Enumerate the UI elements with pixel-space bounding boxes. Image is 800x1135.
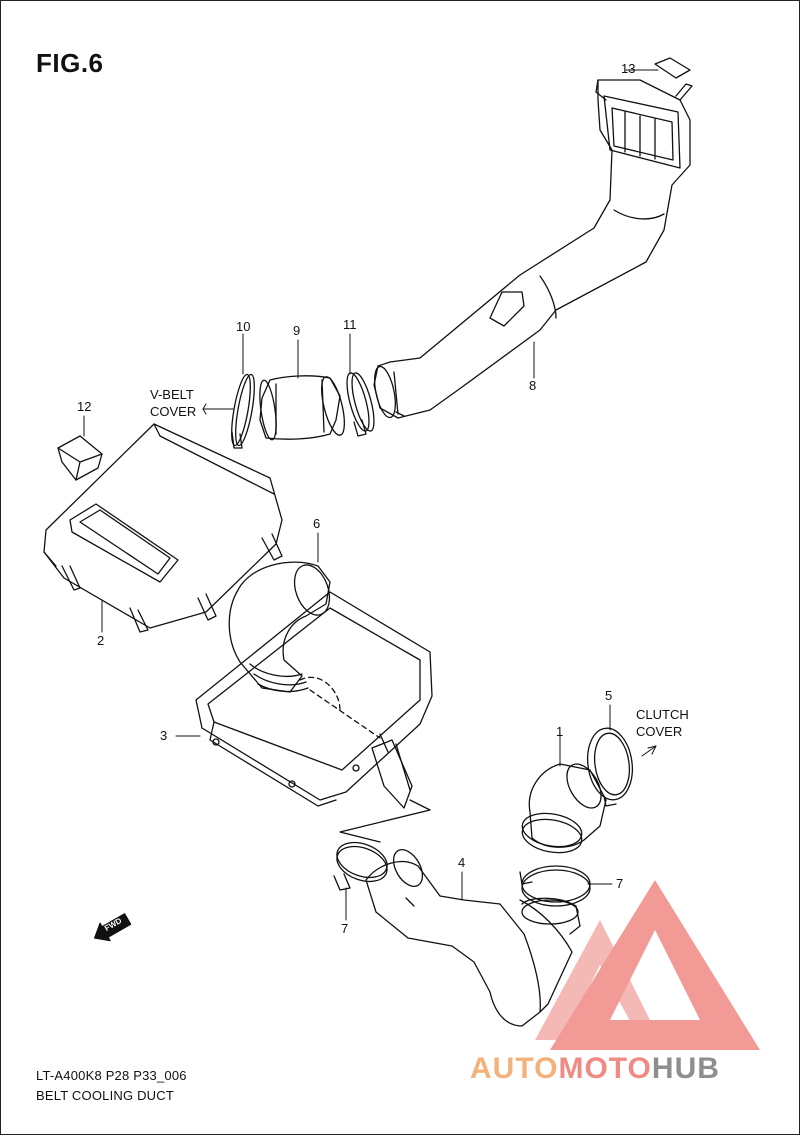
part-1-outlet-elbow xyxy=(521,763,607,935)
clutch-cover-note: CLUTCH COVER xyxy=(636,706,689,740)
part-13-pad xyxy=(654,57,691,79)
watermark-hub: HUB xyxy=(651,1052,720,1085)
fwd-arrow-icon xyxy=(94,913,132,942)
callout-10: 10 xyxy=(236,319,251,334)
callout-6: 6 xyxy=(313,516,321,531)
callout-7-left: 7 xyxy=(341,921,349,936)
watermark-auto: AUTO xyxy=(470,1052,559,1085)
part-12-block xyxy=(57,435,103,481)
part-2-case-cover xyxy=(43,423,283,633)
part-11-clamp xyxy=(346,372,375,437)
part-8-upper-duct xyxy=(373,79,693,419)
vbelt-cover-note: V-BELT COVER xyxy=(150,386,196,420)
callout-1: 1 xyxy=(556,724,564,739)
callout-13: 13 xyxy=(621,61,636,76)
assembly-guide-line xyxy=(339,799,431,843)
callout-4: 4 xyxy=(458,855,466,870)
vbelt-note-line2: COVER xyxy=(150,404,197,419)
callout-12: 12 xyxy=(77,399,92,414)
callout-11: 11 xyxy=(343,317,357,332)
callout-7-right: 7 xyxy=(616,876,624,891)
vbelt-note-line1: V-BELT xyxy=(150,387,194,402)
callout-3: 3 xyxy=(160,728,168,743)
part-10-clamp xyxy=(231,373,255,449)
figure-title: FIG.6 xyxy=(36,48,104,78)
leader-lines xyxy=(83,69,659,921)
callout-2: 2 xyxy=(97,633,105,648)
watermark-moto: MOTO xyxy=(558,1052,652,1085)
clutch-note-line1: CLUTCH xyxy=(636,707,689,722)
footer-reference: LT-A400K8 P28 P33_006 xyxy=(36,1068,187,1083)
watermark-text: AUTOMOTOHUB xyxy=(470,1052,720,1086)
part-6-elbow-tube xyxy=(228,561,331,693)
part-4-lower-duct xyxy=(365,849,573,1027)
clutch-note-line2: COVER xyxy=(636,724,683,739)
part-9-connector-tube xyxy=(259,375,346,441)
part-5-gasket xyxy=(586,727,634,807)
footer-caption: BELT COOLING DUCT xyxy=(36,1088,174,1103)
part-7-left-clamp xyxy=(333,841,388,891)
watermark-logo xyxy=(535,880,760,1050)
part-3-case-tray xyxy=(195,591,433,809)
callout-9: 9 xyxy=(293,323,301,338)
callout-5: 5 xyxy=(605,688,613,703)
callout-8: 8 xyxy=(529,378,537,393)
